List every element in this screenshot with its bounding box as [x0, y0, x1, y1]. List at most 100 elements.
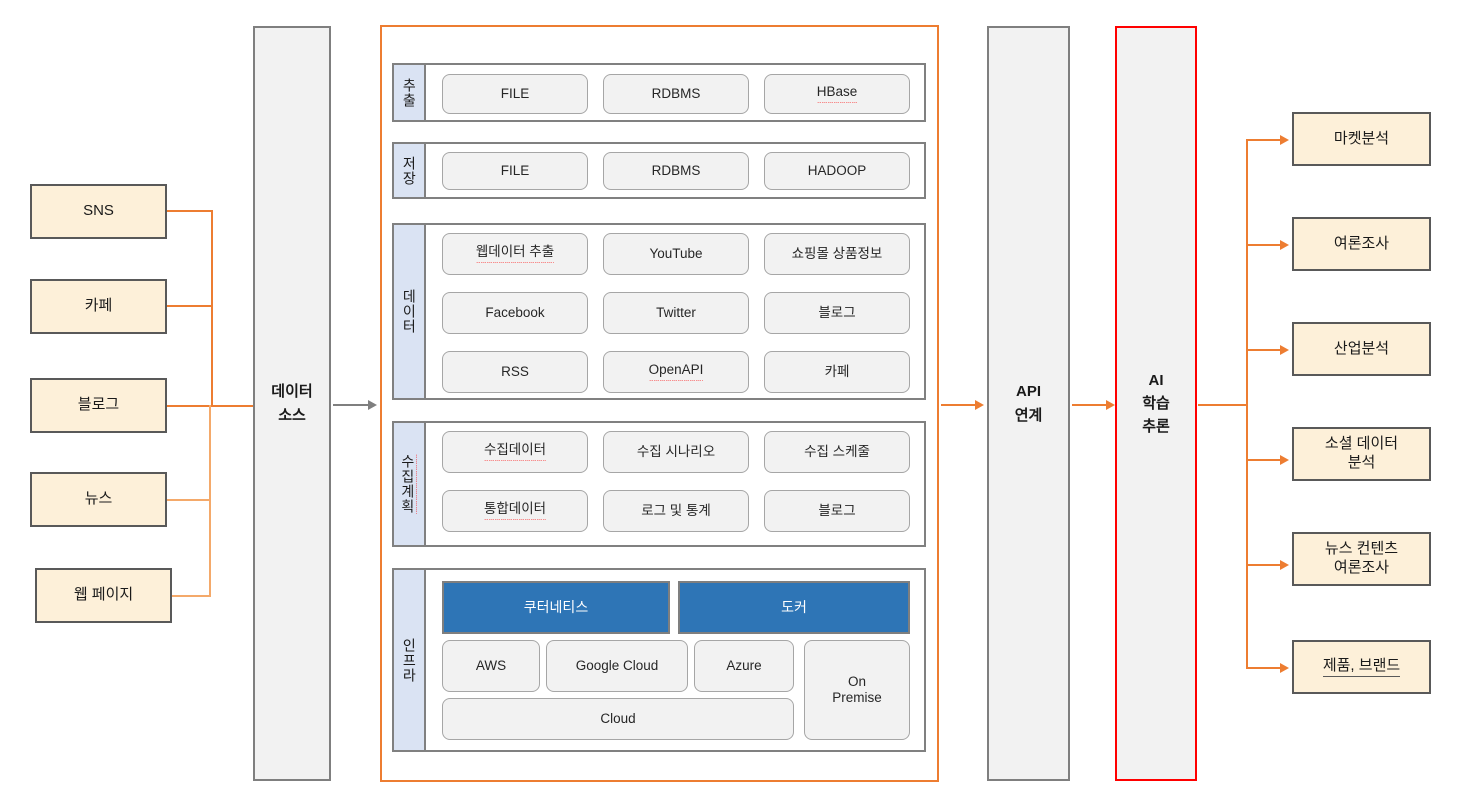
pill-openapi[interactable]: OpenAPI [603, 351, 749, 393]
pill-hadoop[interactable]: HADOOP [764, 152, 910, 190]
pill-label: 웹데이터 추출 [475, 244, 555, 263]
connector-output-bus [1246, 139, 1248, 668]
section-body-storage: FILE RDBMS HADOOP [426, 144, 924, 197]
pill-blog[interactable]: 블로그 [764, 490, 910, 532]
pill-label: 쿠터네티스 [523, 599, 589, 616]
source-label: 웹 페이지 [73, 586, 134, 604]
arrowhead-output-5 [1280, 560, 1289, 570]
output-label-line-1: 소셜 데이터 [1324, 435, 1399, 453]
arrowhead-output-4 [1280, 455, 1289, 465]
connector-api-to-ai [1072, 404, 1108, 406]
connector-output-2 [1246, 244, 1282, 246]
connector-output-3 [1246, 349, 1282, 351]
arrowhead-ai [1106, 400, 1115, 410]
source-box-webpage[interactable]: 웹 페이지 [35, 568, 172, 623]
pill-rdbms[interactable]: RDBMS [603, 74, 749, 114]
pill-blog[interactable]: 블로그 [764, 292, 910, 334]
pill-label: AWS [475, 657, 507, 673]
pill-shoppingmall-product-info[interactable]: 쇼핑몰 상품정보 [764, 233, 910, 275]
pill-file[interactable]: FILE [442, 152, 588, 190]
pillar-data-source[interactable]: 데이터 소스 [253, 26, 331, 781]
pill-label: 통합데이터 [483, 501, 547, 520]
section-label-text: 데이터 [401, 289, 418, 334]
connector-sns-v [211, 210, 213, 406]
connector-output-4 [1246, 459, 1282, 461]
pill-label: HADOOP [807, 162, 867, 178]
pill-label: HBase [816, 84, 858, 103]
pill-hbase[interactable]: HBase [764, 74, 910, 114]
section-body-data: 웹데이터 추출 YouTube 쇼핑몰 상품정보 Facebook Twitte… [426, 225, 924, 398]
pill-rdbms[interactable]: RDBMS [603, 152, 749, 190]
pill-cafe[interactable]: 카페 [764, 351, 910, 393]
output-box-news-content-poll[interactable]: 뉴스 컨텐츠 여론조사 [1292, 532, 1431, 586]
pill-label: Twitter [656, 304, 696, 320]
source-box-blog[interactable]: 블로그 [30, 378, 167, 433]
source-label: SNS [83, 202, 114, 220]
section-label-infra: 인프라 [394, 570, 426, 750]
pill-label: RDBMS [651, 162, 701, 178]
pill-on-premise[interactable]: On Premise [804, 640, 910, 740]
section-extract: 추출 FILE RDBMS HBase [392, 63, 926, 122]
pill-rss[interactable]: RSS [442, 351, 588, 393]
section-body-collection-plan: 수집데이터 수집 시나리오 수집 스케줄 통합데이터 로그 및 통계 블로그 [426, 423, 924, 545]
output-label-line-1: 뉴스 컨텐츠 [1324, 540, 1399, 558]
output-label-line-2: 여론조사 [1333, 559, 1390, 576]
output-box-product-brand[interactable]: 제품, 브랜드 [1292, 640, 1431, 694]
output-label-line-1: 산업분석 [1333, 339, 1390, 357]
source-box-cafe[interactable]: 카페 [30, 279, 167, 334]
pillar-line-1: AI [1148, 371, 1164, 389]
output-box-public-opinion-poll[interactable]: 여론조사 [1292, 217, 1431, 271]
pill-youtube[interactable]: YouTube [603, 233, 749, 275]
section-infra: 인프라 쿠터네티스 도커 AWS Google Cloud Azure On P… [392, 568, 926, 752]
pill-web-data-extract[interactable]: 웹데이터 추출 [442, 233, 588, 275]
pill-collect-data[interactable]: 수집데이터 [442, 431, 588, 473]
pill-kubernetes[interactable]: 쿠터네티스 [442, 581, 670, 634]
output-box-industry-analysis[interactable]: 산업분석 [1292, 322, 1431, 376]
connector-output-5 [1246, 564, 1282, 566]
arrowhead-platform [368, 400, 377, 410]
section-body-extract: FILE RDBMS HBase [426, 65, 924, 120]
pill-label: 블로그 [818, 304, 856, 320]
pill-label: Google Cloud [575, 657, 659, 673]
pill-cloud-bar[interactable]: Cloud [442, 698, 794, 740]
pillar-api-integration[interactable]: API 연계 [987, 26, 1070, 781]
connector-news-h [167, 499, 211, 501]
section-label-collection-plan: 수집계획 [394, 423, 426, 545]
pill-twitter[interactable]: Twitter [603, 292, 749, 334]
pillar-line-3: 추론 [1142, 418, 1170, 436]
pill-docker[interactable]: 도커 [678, 581, 910, 634]
pill-integrated-data[interactable]: 통합데이터 [442, 490, 588, 532]
connector-platform-to-api [941, 404, 977, 406]
connector-output-1 [1246, 139, 1282, 141]
source-box-news[interactable]: 뉴스 [30, 472, 167, 527]
section-label-data: 데이터 [394, 225, 426, 398]
output-box-social-data-analysis[interactable]: 소셜 데이터 분석 [1292, 427, 1431, 481]
pillar-ai-training-inference[interactable]: AI 학습 추론 [1115, 26, 1197, 781]
pill-label: Azure [726, 657, 762, 673]
connector-cafe-h [167, 305, 213, 307]
pill-aws[interactable]: AWS [442, 640, 540, 692]
section-label-storage: 저장 [394, 144, 426, 197]
source-label: 뉴스 [84, 490, 113, 508]
pill-facebook[interactable]: Facebook [442, 292, 588, 334]
pill-label: 로그 및 통계 [641, 502, 711, 518]
pill-file[interactable]: FILE [442, 74, 588, 114]
output-box-market-analysis[interactable]: 마켓분석 [1292, 112, 1431, 166]
arrowhead-output-1 [1280, 135, 1289, 145]
pill-google-cloud[interactable]: Google Cloud [546, 640, 688, 692]
pill-label: Cloud [600, 710, 636, 726]
pillar-line-2: 학습 [1142, 394, 1170, 412]
pill-collect-schedule[interactable]: 수집 스케줄 [764, 431, 910, 473]
pill-collect-scenario[interactable]: 수집 시나리오 [603, 431, 749, 473]
pill-log-and-stats[interactable]: 로그 및 통계 [603, 490, 749, 532]
section-collection-plan: 수집계획 수집데이터 수집 시나리오 수집 스케줄 통합데이터 로그 및 통계 … [392, 421, 926, 547]
source-label: 카페 [84, 297, 113, 315]
pill-label: RDBMS [651, 85, 701, 101]
pill-label: FILE [500, 162, 530, 178]
pill-azure[interactable]: Azure [694, 640, 794, 692]
source-box-sns[interactable]: SNS [30, 184, 167, 239]
pill-label: 블로그 [818, 502, 856, 518]
pill-label: RSS [501, 363, 529, 379]
output-label-line-1: 여론조사 [1333, 234, 1390, 252]
section-storage: 저장 FILE RDBMS HADOOP [392, 142, 926, 199]
